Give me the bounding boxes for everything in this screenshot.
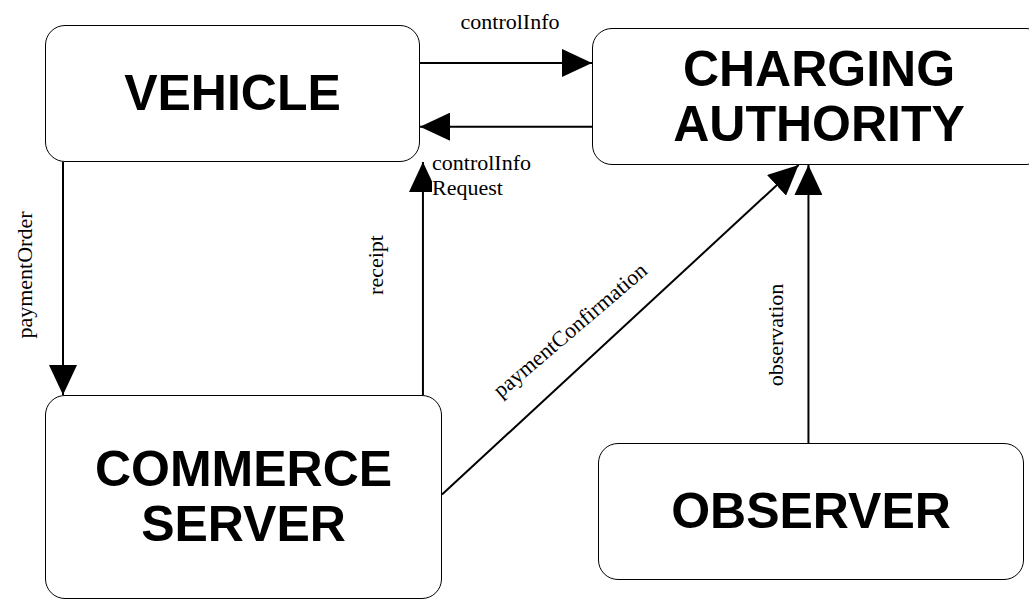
flow-label: observation <box>763 281 788 390</box>
flow-arrow <box>62 162 64 395</box>
flow-arrow <box>420 126 592 128</box>
commerce-box: COMMERCE SERVER <box>45 395 442 599</box>
observer-box: OBSERVER <box>598 443 1024 580</box>
box-title: COMMERCE SERVER <box>46 442 441 552</box>
authority-box: CHARGING AUTHORITY <box>592 28 1029 165</box>
box-title: OBSERVER <box>671 484 951 539</box>
flow-label: paymentOrder <box>12 208 37 341</box>
flow-arrow <box>422 162 424 395</box>
flow-label: controlInfo <box>458 9 563 34</box>
box-title: CHARGING AUTHORITY <box>593 42 1029 152</box>
flow-label: paymentConfirmation <box>486 255 655 404</box>
flow-arrow <box>420 62 592 64</box>
flow-label: controlInfo Request <box>432 150 592 201</box>
flow-label: receipt <box>363 232 388 298</box>
flow-arrow <box>807 165 809 443</box>
box-title: VEHICLE <box>124 66 341 121</box>
vehicle-box: VEHICLE <box>45 25 420 162</box>
